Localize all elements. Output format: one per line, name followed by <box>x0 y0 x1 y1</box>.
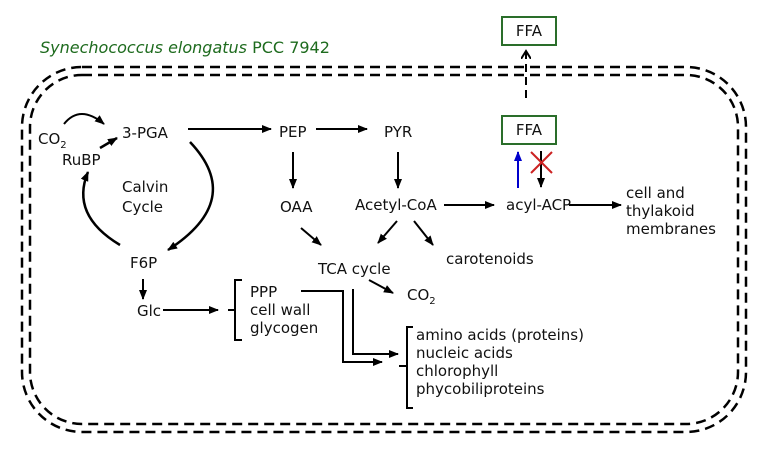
pyr-label: PYR <box>384 123 413 141</box>
organism-title: Synechococcus elongatus PCC 7942 <box>40 38 330 57</box>
acylacp-label: acyl-ACP <box>506 196 572 214</box>
arrow-oaa-to-tca <box>300 227 322 246</box>
arrow-acetylcoa-to-carotenoids <box>413 220 434 246</box>
calvin-label-1: Calvin <box>122 178 169 196</box>
tca-label: TCA cycle <box>318 260 391 278</box>
strain-name: PCC 7942 <box>252 38 330 57</box>
pep-label: PEP <box>279 123 307 141</box>
bracket-glc-products <box>228 279 242 341</box>
co2-output: CO2 <box>407 286 436 307</box>
pga-label: 3-PGA <box>122 124 168 142</box>
list-item: phycobiliproteins <box>416 380 545 398</box>
membranes-line: cell and <box>626 184 685 202</box>
oaa-label: OAA <box>280 198 313 216</box>
biosynthesis-products-list: amino acids (proteins) nucleic acids chl… <box>416 326 584 398</box>
arrow-rubp-to-pga <box>99 136 118 150</box>
cell-membrane-inner <box>28 73 740 426</box>
blocked-cross-icon <box>530 151 553 174</box>
cell-membrane-outer <box>20 65 748 434</box>
arrow-pga-to-f6p <box>167 141 215 252</box>
arrow-acetylcoa-to-tca <box>377 220 398 244</box>
arrow-f6p-to-rubp <box>80 171 121 247</box>
ffa-inner-box: FFA <box>501 115 557 145</box>
membranes-label: cell and thylakoid membranes <box>626 184 716 238</box>
rubp-label: RuBP <box>62 151 101 169</box>
list-item: chlorophyll <box>416 362 499 380</box>
list-item: cell wall <box>250 301 311 319</box>
glc-products-list: PPP cell wall glycogen <box>250 283 318 337</box>
arrow-ppp-to-biosynthesis <box>301 290 383 366</box>
list-item: amino acids (proteins) <box>416 326 584 344</box>
arrow-tca-to-co2 <box>368 279 394 294</box>
list-item: glycogen <box>250 319 319 337</box>
arrow-tca-to-biosynthesis <box>352 289 399 358</box>
list-item: PPP <box>250 283 278 301</box>
membranes-line: thylakoid <box>626 202 695 220</box>
species-name: Synechococcus elongatus <box>40 38 248 57</box>
carotenoids-label: carotenoids <box>446 250 534 268</box>
bracket-biosynthesis <box>399 326 413 409</box>
co2-input: CO2 <box>38 130 67 151</box>
f6p-label: F6P <box>130 254 158 272</box>
membranes-line: membranes <box>626 220 716 238</box>
list-item: nucleic acids <box>416 344 513 362</box>
calvin-label-2: Cycle <box>122 198 163 216</box>
glc-label: Glc <box>137 302 162 320</box>
arrow-co2-to-pga <box>63 113 105 125</box>
ffa-outer-box: FFA <box>501 16 557 46</box>
acetylcoa-label: Acetyl-CoA <box>355 196 437 214</box>
